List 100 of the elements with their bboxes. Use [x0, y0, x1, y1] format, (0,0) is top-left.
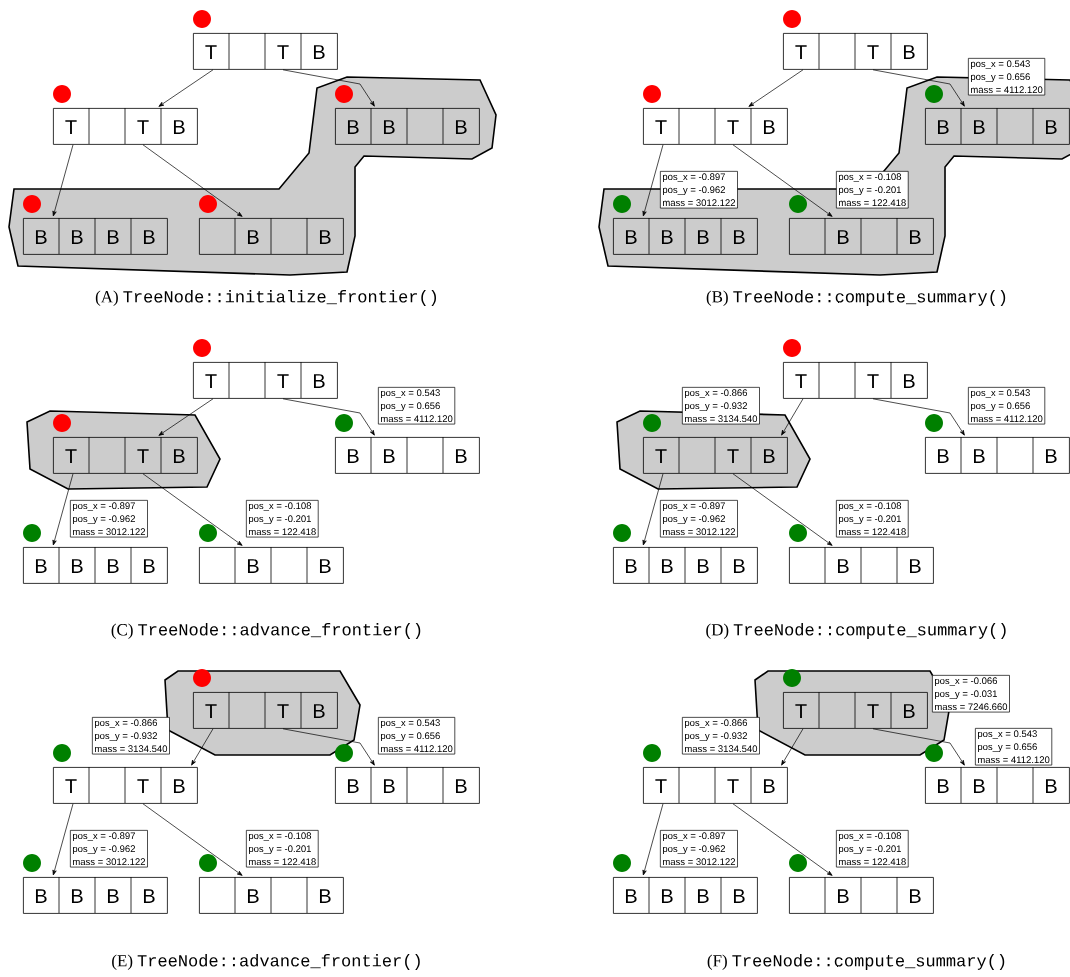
tree-node-box: T T B — [193, 361, 338, 399]
summary-box: pos_x = 0.543 pos_y = 0.656 mass = 4112.120 — [968, 58, 1046, 96]
arrow — [282, 728, 375, 766]
tree-node-box: T T B — [643, 107, 788, 145]
summary-box: pos_x = -0.108 pos_y = -0.201 mass = 122.418 — [836, 500, 909, 538]
summary-box: pos_x = -0.108 pos_y = -0.201 mass = 122.418 — [836, 171, 909, 209]
arrow — [642, 803, 664, 876]
tree-node-box: B B B — [925, 436, 1070, 474]
arrow — [158, 398, 214, 436]
arrow — [52, 803, 74, 876]
status-dot — [193, 10, 211, 28]
tree-node-box: T T B — [193, 691, 338, 729]
summary-box: pos_x = -0.866 pos_y = -0.932 mass = 3134.540 — [682, 717, 760, 755]
status-dot — [193, 339, 211, 357]
status-dot — [789, 854, 807, 872]
status-dot — [643, 414, 661, 432]
status-dot — [53, 414, 71, 432]
caption: TreeNode::compute_summary() — [733, 623, 1006, 639]
arrow — [732, 144, 833, 217]
summary-box: pos_x = -0.108 pos_y = -0.201 mass = 122.418 — [246, 500, 319, 538]
panel-letter: (E) — [112, 954, 133, 970]
arrow — [282, 69, 375, 107]
status-dot — [783, 10, 801, 28]
panel-letter: (D) — [706, 623, 729, 639]
tree-node-box: T T B — [53, 107, 198, 145]
tree-node-box: B B B B — [613, 546, 758, 584]
tree-node-box: B B — [789, 217, 934, 255]
caption: TreeNode::initialize_frontier() — [123, 290, 436, 306]
summary-box: pos_x = -0.897 pos_y = -0.962 mass = 3012.122 — [660, 500, 738, 538]
caption: TreeNode::advance_frontier() — [138, 623, 421, 639]
tree-node-box: B B B B — [613, 876, 758, 914]
tree-node-box: B B — [199, 217, 344, 255]
status-dot — [925, 414, 943, 432]
panel-letter: (C) — [111, 623, 133, 639]
arrow — [282, 398, 375, 436]
status-dot — [335, 85, 353, 103]
tree-node-box: B B B B — [23, 876, 168, 914]
summary-box: pos_x = -0.108 pos_y = -0.201 mass = 122.418 — [246, 830, 319, 868]
status-dot — [613, 195, 631, 213]
tree-node-box: T T B — [783, 32, 928, 70]
summary-box: pos_x = 0.543 pos_y = 0.656 mass = 4112.120 — [378, 717, 456, 755]
status-dot — [789, 524, 807, 542]
caption: TreeNode::advance_frontier() — [137, 954, 420, 970]
summary-box: pos_x = 0.543 pos_y = 0.656 mass = 4112.120 — [378, 387, 456, 425]
panel-letter: (F) — [707, 954, 727, 970]
arrow — [872, 728, 965, 766]
summary-box: pos_x = -0.108 pos_y = -0.201 mass = 122.418 — [836, 830, 909, 868]
arrow — [642, 144, 664, 217]
tree-node-box: B B B — [335, 436, 480, 474]
status-dot — [925, 85, 943, 103]
status-dot — [199, 195, 217, 213]
panel-letter: (B) — [706, 290, 728, 306]
tree-node-box: B B B B — [23, 546, 168, 584]
status-dot — [23, 524, 41, 542]
summary-box: pos_x = -0.897 pos_y = -0.962 mass = 3012.122 — [660, 830, 738, 868]
tree-node-box: B B B — [925, 107, 1070, 145]
tree-node-box: B B B — [335, 766, 480, 804]
tree-node-box: T T B — [53, 436, 198, 474]
arrow — [191, 728, 214, 766]
tree-node-box: T T B — [783, 361, 928, 399]
arrow — [52, 473, 74, 546]
status-dot — [789, 195, 807, 213]
tree-node-box: T T B — [643, 436, 788, 474]
status-dot — [199, 524, 217, 542]
tree-node-box: B B — [789, 876, 934, 914]
tree-node-box: B B — [199, 876, 344, 914]
status-dot — [193, 669, 211, 687]
summary-box: pos_x = -0.866 pos_y = -0.932 mass = 3134.540 — [92, 717, 170, 755]
status-dot — [23, 854, 41, 872]
status-dot — [643, 744, 661, 762]
panel-letter: (A) — [95, 290, 118, 306]
tree-node-box: B B B — [925, 766, 1070, 804]
caption: TreeNode::compute_summary() — [732, 954, 1005, 970]
status-dot — [613, 854, 631, 872]
status-dot — [53, 744, 71, 762]
status-dot — [925, 744, 943, 762]
summary-box: pos_x = -0.066 pos_y = -0.031 mass = 7246.660 — [932, 675, 1010, 713]
status-dot — [613, 524, 631, 542]
tree-node-box: B B B — [335, 107, 480, 145]
tree-node-box: T T B — [643, 766, 788, 804]
summary-box: pos_x = -0.897 pos_y = -0.962 mass = 3012.122 — [70, 830, 148, 868]
arrow — [732, 803, 833, 876]
tree-node-box: B B — [789, 546, 934, 584]
status-dot — [53, 85, 71, 103]
status-dot — [23, 195, 41, 213]
arrow — [158, 69, 214, 107]
status-dot — [335, 744, 353, 762]
arrow — [642, 473, 664, 546]
summary-box: pos_x = -0.897 pos_y = -0.962 mass = 3012.122 — [660, 171, 738, 209]
tree-node-box: T T B — [193, 32, 338, 70]
status-dot — [335, 414, 353, 432]
status-dot — [199, 854, 217, 872]
arrow — [781, 728, 804, 766]
arrow — [872, 398, 965, 436]
tree-node-box: T T B — [783, 691, 928, 729]
summary-box: pos_x = 0.543 pos_y = 0.656 mass = 4112.120 — [968, 387, 1046, 425]
status-dot — [783, 669, 801, 687]
arrow — [748, 69, 804, 107]
caption: TreeNode::compute_summary() — [733, 290, 1006, 306]
tree-node-box: B B B B — [23, 217, 168, 255]
